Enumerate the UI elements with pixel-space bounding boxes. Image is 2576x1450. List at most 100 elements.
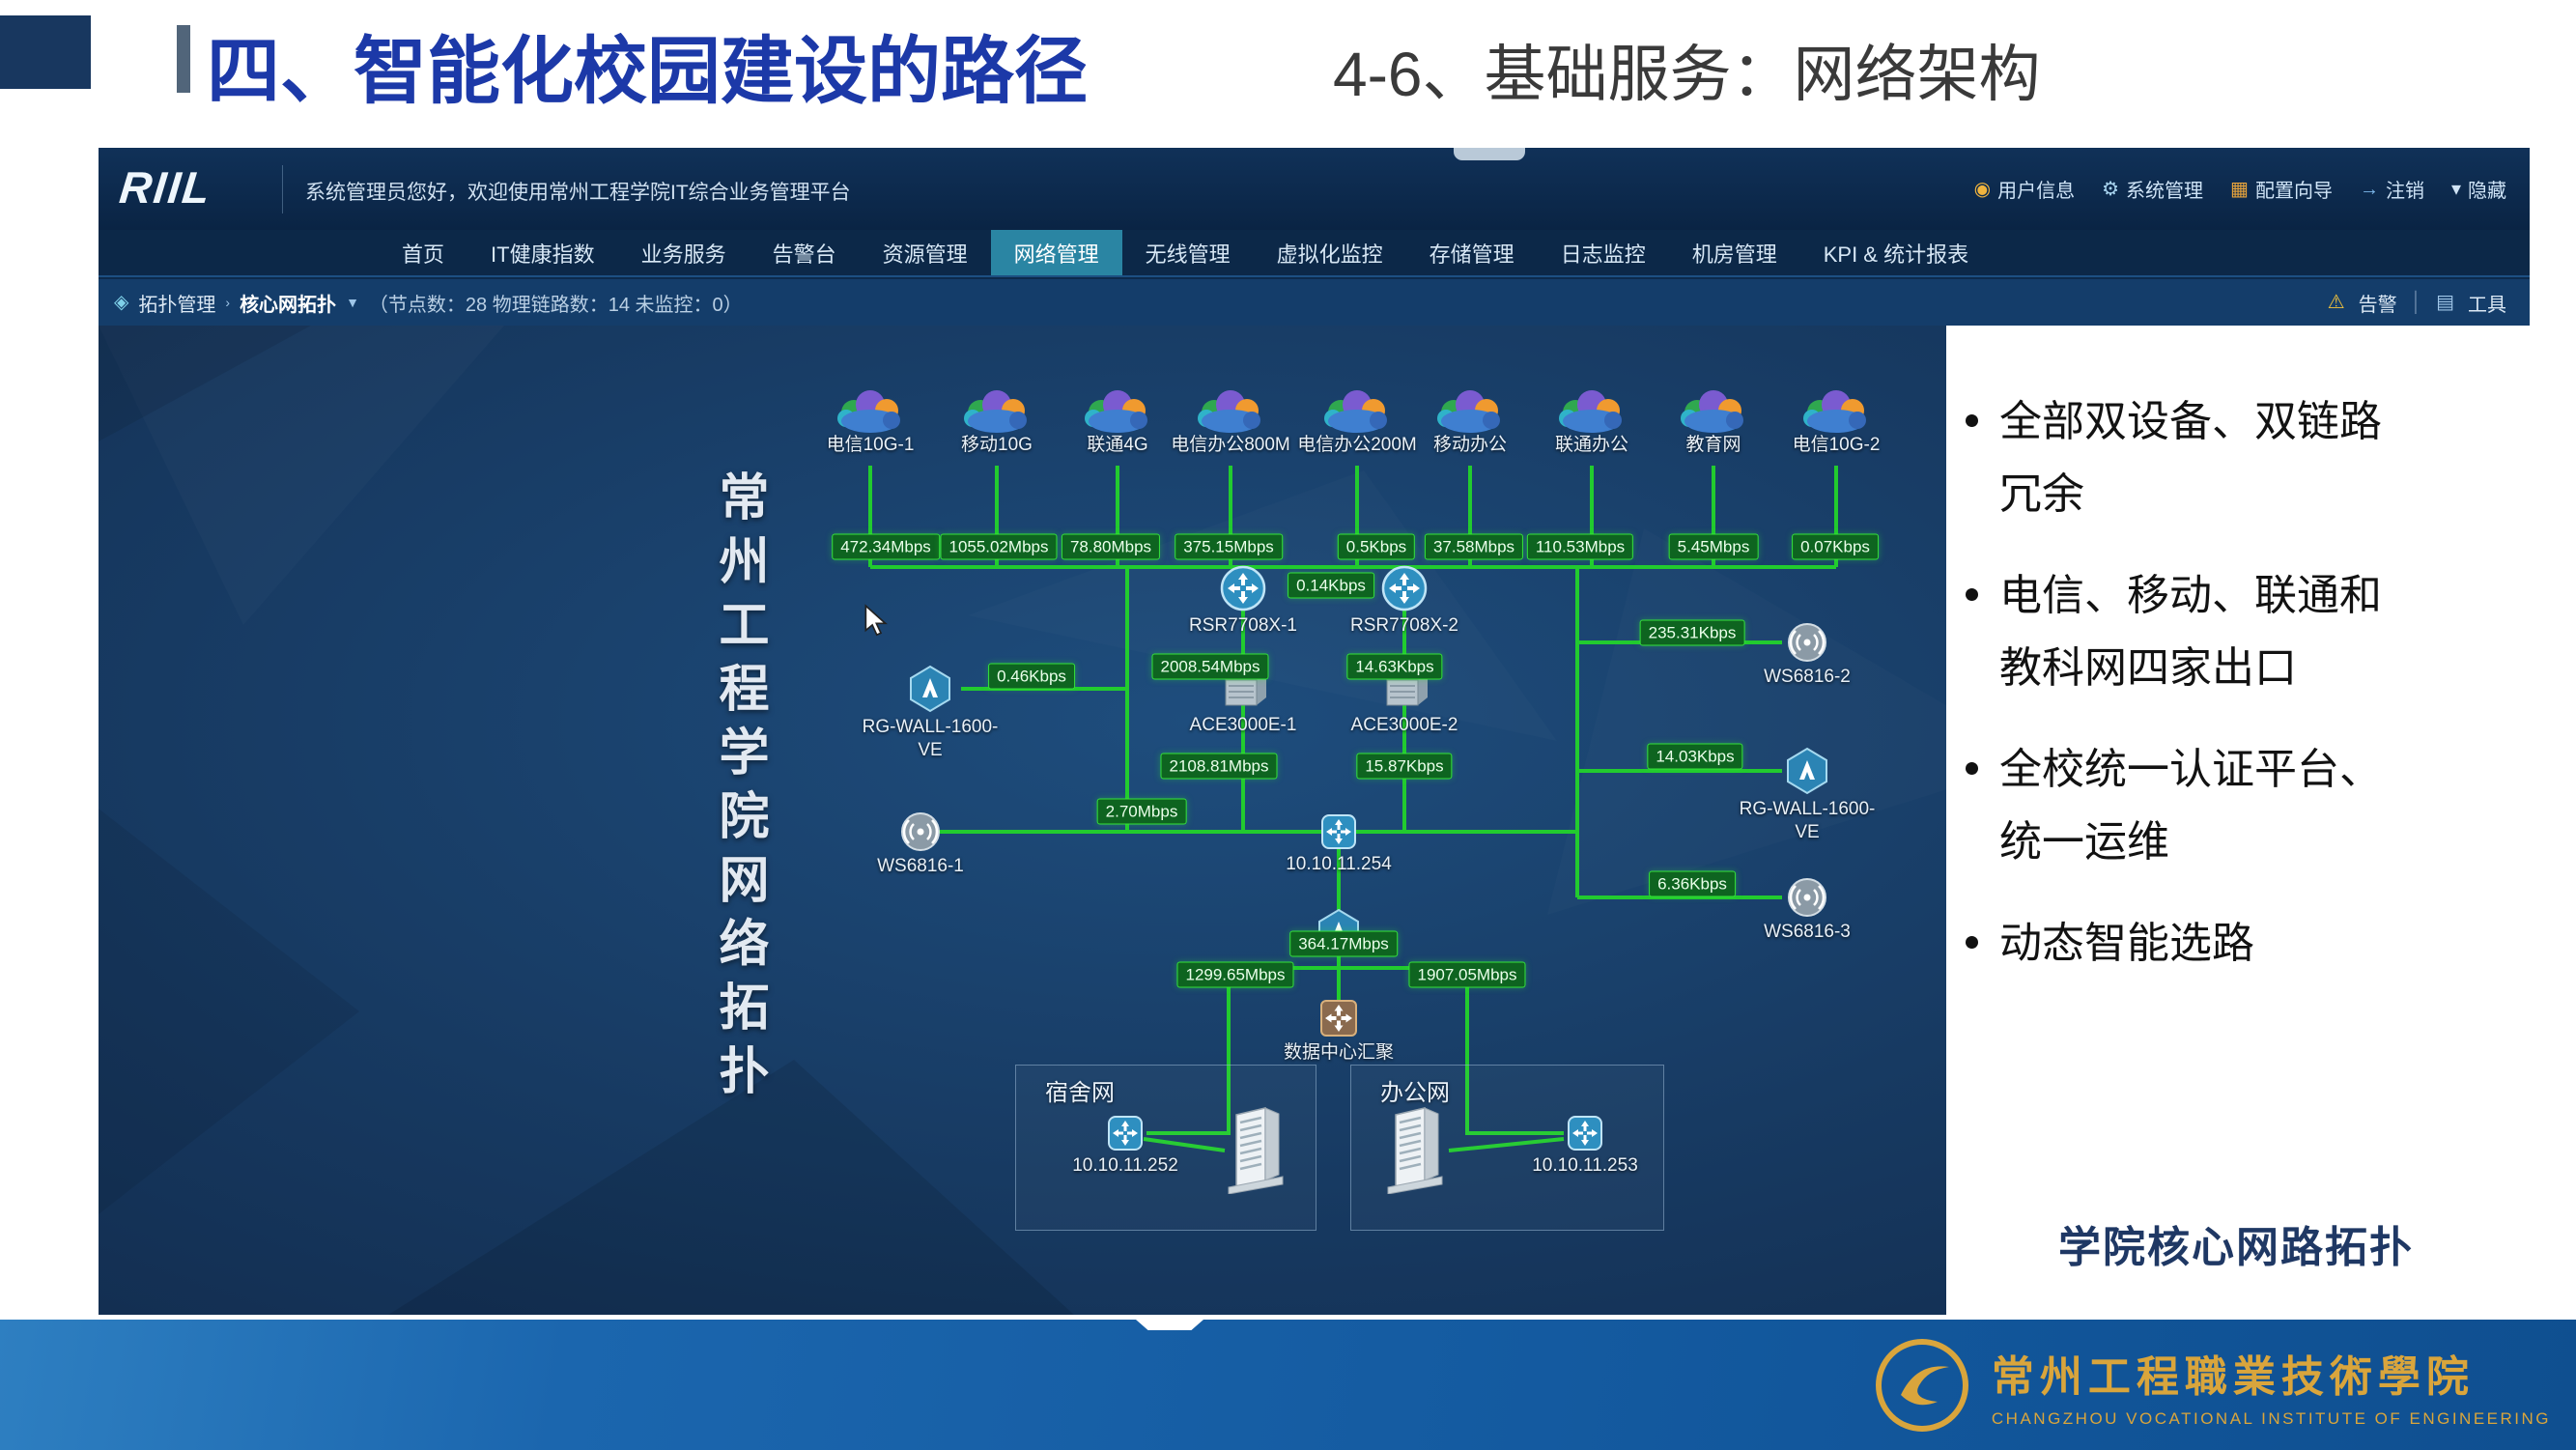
note-bullet: 动态智能选路 — [1960, 907, 2515, 980]
header-links: ◉用户信息 ⚙系统管理 ▦配置向导 → 注销 ▾隐藏 — [1974, 148, 2506, 230]
cloud-label: 电信办公200M — [1297, 435, 1417, 455]
notes-bullet-list: 全部双设备、双链路冗余电信、移动、联通和教科网四家出口全校统一认证平台、统一运维… — [1960, 385, 2515, 1009]
note-bullet: 全部双设备、双链路冗余 — [1960, 385, 2515, 530]
nav-item-3[interactable]: 业务服务 — [640, 242, 726, 267]
device-wlc[interactable] — [900, 811, 941, 852]
corner-decoration — [0, 15, 91, 89]
device-label: RG-WALL-1600-VE — [862, 717, 999, 760]
college-emblem-icon — [1872, 1335, 1972, 1436]
page-subtitle: 4-6、基础服务：网络架构 — [1333, 40, 2041, 109]
bullet-dot-icon — [1966, 414, 1978, 427]
link-badge: 6.36Kbps — [1649, 870, 1736, 897]
breadcrumb-separator-icon: › — [225, 295, 231, 310]
nav-item-4[interactable]: 告警台 — [772, 242, 836, 267]
notes-panel: 全部双设备、双链路冗余电信、移动、联通和教科网四家出口全校统一认证平台、统一运维… — [1946, 326, 2530, 1315]
group-label: 宿舍网 — [1045, 1080, 1115, 1106]
header-link-label: 注销 — [2385, 181, 2424, 202]
cloud-node[interactable] — [1076, 385, 1159, 436]
chevron-down-icon[interactable]: ▼ — [346, 295, 359, 310]
slide-footer: 常州工程職業技術學院 CHANGZHOU VOCATIONAL INSTITUT… — [0, 1320, 2576, 1450]
logout-icon: → — [2359, 178, 2379, 200]
page-title: 四、智能化校园建设的路径 — [207, 31, 1088, 113]
user-info-link[interactable]: ◉用户信息 — [1974, 175, 2075, 203]
device-label: WS6816-1 — [877, 856, 964, 876]
riil-logo: RIIL — [117, 162, 214, 213]
device-wlc[interactable] — [1787, 622, 1827, 663]
cloud-node[interactable] — [1429, 385, 1512, 436]
link-badge: 1055.02Mbps — [940, 533, 1058, 560]
nav-item-7[interactable]: 无线管理 — [1145, 242, 1231, 267]
link-badge: 2.70Mbps — [1096, 798, 1187, 825]
device-fw[interactable] — [1785, 747, 1829, 795]
college-brand: 常州工程職業技術學院 CHANGZHOU VOCATIONAL INSTITUT… — [1872, 1335, 2551, 1436]
link-badge: 0.46Kbps — [988, 663, 1075, 690]
device-fw[interactable] — [908, 665, 952, 713]
device-label: WS6816-2 — [1764, 667, 1851, 687]
nav-item-12[interactable]: KPI & 统计报表 — [1823, 242, 1969, 267]
device-router[interactable] — [1381, 565, 1428, 611]
device-wlc[interactable] — [1787, 877, 1827, 918]
link-badge: 14.63Kbps — [1346, 653, 1443, 680]
device-building[interactable] — [1221, 1103, 1290, 1195]
cloud-label: 电信办公800M — [1171, 435, 1290, 455]
device-building[interactable] — [1380, 1103, 1450, 1195]
device-switch[interactable] — [1567, 1115, 1603, 1151]
welcome-text: 系统管理员您好，欢迎使用常州工程学院IT综合业务管理平台 — [305, 182, 851, 204]
device-router[interactable] — [1220, 565, 1266, 611]
nav-item-10[interactable]: 日志监控 — [1560, 242, 1646, 267]
device-switch[interactable] — [1320, 813, 1357, 850]
logo-divider — [282, 165, 283, 213]
divider: │ — [2410, 291, 2423, 313]
title-accent-bar — [177, 25, 190, 93]
logout-link[interactable]: → 注销 — [2360, 175, 2424, 203]
nav-item-6[interactable]: 网络管理 — [990, 230, 1122, 275]
cloud-node[interactable] — [1189, 385, 1272, 436]
header-link-label: 用户信息 — [1997, 181, 2076, 202]
bullet-text: 动态智能选路 — [1999, 920, 2254, 967]
college-name-en: CHANGZHOU VOCATIONAL INSTITUTE OF ENGINE… — [1991, 1408, 2551, 1428]
nav-item-1[interactable]: 首页 — [402, 242, 445, 267]
hide-link[interactable]: ▾隐藏 — [2451, 175, 2506, 203]
note-bullet: 全校统一认证平台、统一运维 — [1960, 733, 2515, 878]
cloud-node[interactable] — [1795, 385, 1878, 436]
device-switch[interactable] — [1107, 1115, 1144, 1151]
cloud-node[interactable] — [1316, 385, 1399, 436]
nav-bar: 首页 IT健康指数 业务服务 告警台 资源管理网络管理无线管理 虚拟化监控 存储管理 日志监控… — [99, 230, 2530, 277]
device-hub[interactable] — [1318, 998, 1359, 1038]
breadcrumb-bar: ◈ 拓扑管理 › 核心网拓扑 ▼ （节点数：28 物理链路数：14 未监控：0）… — [99, 279, 2530, 327]
nav-item-9[interactable]: 存储管理 — [1429, 242, 1514, 267]
breadcrumb: ◈ 拓扑管理 › 核心网拓扑 ▼ （节点数：28 物理链路数：14 未监控：0） — [114, 279, 743, 326]
note-bullet: 电信、移动、联通和教科网四家出口 — [1960, 559, 2515, 704]
collapse-handle[interactable] — [1454, 148, 1525, 160]
hide-icon: ▾ — [2450, 178, 2461, 200]
system-manage-link[interactable]: ⚙系统管理 — [2102, 175, 2203, 203]
link-badge: 0.5Kbps — [1337, 533, 1416, 560]
mouse-cursor — [863, 604, 891, 643]
cloud-label: 联通4G — [1087, 435, 1148, 455]
config-wizard-link[interactable]: ▦配置向导 — [2230, 175, 2333, 203]
cloud-node[interactable] — [1550, 385, 1633, 436]
cloud-node[interactable] — [829, 385, 912, 436]
nav-item-5[interactable]: 资源管理 — [882, 242, 968, 267]
cloud-node[interactable] — [1672, 385, 1755, 436]
bullet-text: 电信、移动、联通和教科网四家出口 — [1999, 572, 2382, 692]
device-label: ACE3000E-1 — [1189, 715, 1297, 735]
link-badge: 110.53Mbps — [1526, 533, 1634, 560]
nav-item-8[interactable]: 虚拟化监控 — [1276, 242, 1383, 267]
link-badge: 1299.65Mbps — [1176, 961, 1294, 988]
bullet-dot-icon — [1966, 936, 1978, 949]
link-badge: 0.14Kbps — [1288, 572, 1374, 599]
cloud-node[interactable] — [955, 385, 1038, 436]
device-label: RG-WALL-1600-VE — [1739, 799, 1876, 842]
breadcrumb-root[interactable]: 拓扑管理 — [138, 294, 216, 316]
topology-icon: ◈ — [114, 292, 129, 313]
nav-item-2[interactable]: IT健康指数 — [491, 242, 595, 267]
nav-item-11[interactable]: 机房管理 — [1691, 242, 1777, 267]
breadcrumb-current[interactable]: 核心网拓扑 — [240, 294, 337, 316]
link-badge: 14.03Kbps — [1647, 743, 1743, 770]
alarm-button[interactable]: 告警 — [2358, 294, 2397, 316]
tools-button[interactable]: 工具 — [2468, 294, 2506, 316]
device-label: 10.10.11.254 — [1286, 854, 1392, 874]
